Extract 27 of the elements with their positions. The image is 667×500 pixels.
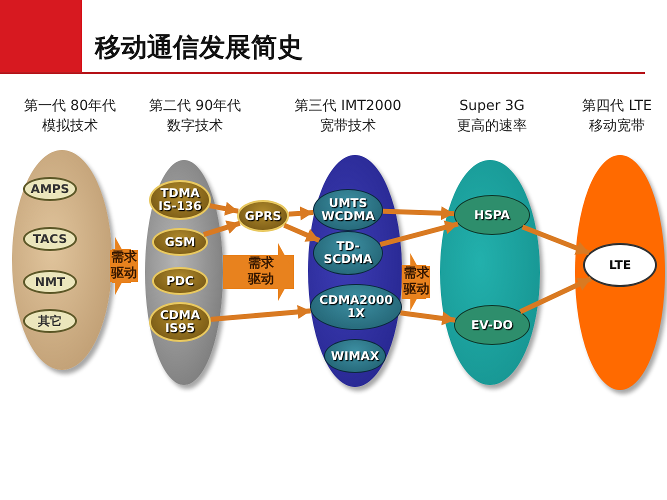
arrow <box>400 310 456 326</box>
column-heading: 宽带技术 <box>319 117 377 136</box>
edge-label: 需求驱动 <box>110 250 138 282</box>
arrow <box>382 206 454 220</box>
column-heading: Super 3G <box>458 97 526 116</box>
column-heading: 模拟技术 <box>41 117 99 136</box>
arrow <box>209 202 239 216</box>
edge-label: 需求驱动 <box>402 266 430 298</box>
arrow <box>522 224 590 256</box>
column-heading: 第三代 IMT2000 <box>294 97 402 116</box>
arrow <box>519 276 592 314</box>
technology-ellipse: GPRS <box>237 200 289 232</box>
block-arrow <box>112 237 132 295</box>
arrow <box>288 206 314 220</box>
block-arrow <box>402 253 426 311</box>
column-heading: 第一代 80年代 <box>22 97 118 116</box>
column-heading: 移动宽带 <box>588 117 646 136</box>
arrow <box>210 305 311 322</box>
arrow <box>283 222 320 243</box>
column-heading: 数字技术 <box>166 117 224 136</box>
column-heading: 第四代 LTE <box>581 97 653 116</box>
column-heading: 更高的速率 <box>456 117 528 136</box>
edge-label: 需求驱动 <box>248 256 275 288</box>
arrow <box>202 220 241 237</box>
title: 移动通信发展简史 <box>95 32 303 65</box>
column-heading: 第二代 90年代 <box>148 97 242 116</box>
block-arrow <box>223 243 294 301</box>
